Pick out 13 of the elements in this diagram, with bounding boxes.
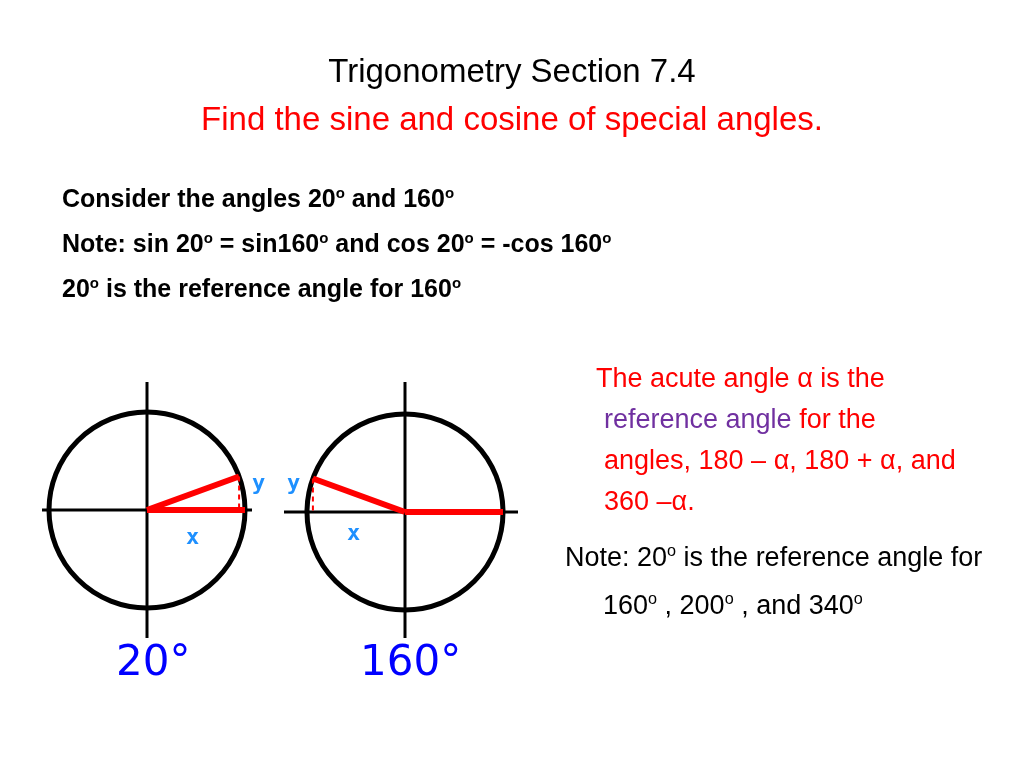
text-line: Note: sin 20$^{o}$ = sin160$^{o}$ and cos 20$^{o}$ = -cos 160$^{o}$	[62, 229, 612, 259]
note-text: Note: 20$^{o}$ is the reference angle for 160$^{o}$ , 200$^{o}$ , and 340$^{o}$	[565, 540, 983, 622]
axis-label: x	[347, 522, 361, 544]
axis-label: x	[186, 526, 200, 548]
axis-label: y	[287, 472, 301, 494]
subtitle: Find the sine and cosine of special angles.	[200, 100, 824, 138]
angle-label: 20°	[116, 640, 191, 682]
angle-label: 160°	[360, 640, 462, 682]
text-line: 20$^{o}$ is the reference angle for 160$^{o}$	[62, 274, 462, 304]
note-text: The acute angle α is the reference angle for the angles, 180 – α, 180 + α, and 360 –α.	[596, 362, 957, 518]
text-line: Consider the angles 20$^{o}$ and 160$^{o}$	[62, 184, 455, 214]
axis-label: y	[252, 472, 266, 494]
title: Trigonometry Section 7.4	[327, 52, 697, 90]
